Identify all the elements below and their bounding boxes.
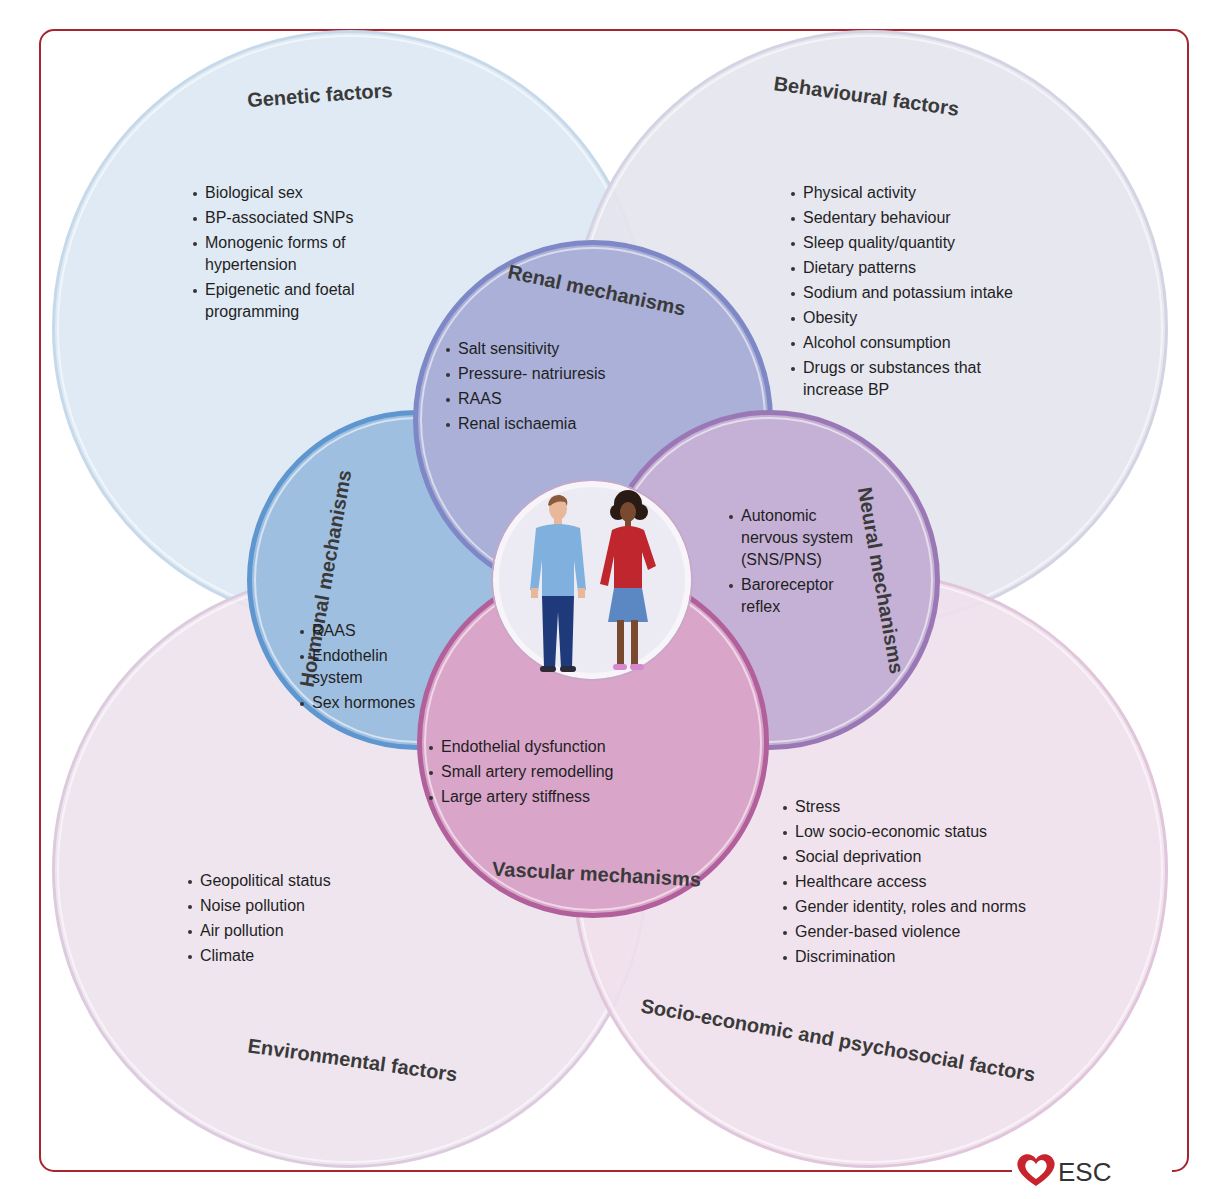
outer-frame xyxy=(40,30,1188,1171)
bullet-item: Pressure- natriuresis xyxy=(444,363,644,385)
circle-fill xyxy=(420,569,767,916)
bullet-item: Climate xyxy=(186,945,386,967)
bullet-item: Stress xyxy=(781,796,1111,818)
bullet-item: RAAS xyxy=(444,388,644,410)
bullet-item: Small artery remodelling xyxy=(427,761,707,783)
logo-heart xyxy=(1017,1154,1054,1186)
circle-fill xyxy=(54,574,647,1167)
bullet-item: Monogenic forms of hypertension xyxy=(191,232,366,276)
bullet-item: Large artery stiffness xyxy=(427,786,707,808)
circle-highlight xyxy=(58,578,642,1162)
bullet-item: Baroreceptor reflex xyxy=(727,574,865,618)
logo-text: ESC xyxy=(1058,1157,1111,1187)
bullet-item: Sodium and potassium intake xyxy=(789,282,1029,304)
bullet-item: Gender-based violence xyxy=(781,921,1111,943)
bullet-item: Epigenetic and foetal programming xyxy=(191,279,366,323)
bullet-item: Endothelin system xyxy=(298,645,420,689)
bullet-item: Healthcare access xyxy=(781,871,1111,893)
circle-fill xyxy=(574,574,1167,1167)
bullet-item: Sleep quality/quantity xyxy=(789,232,1029,254)
bullet-item: Endothelial dysfunction xyxy=(427,736,707,758)
bullet-item: RAAS xyxy=(298,620,420,642)
bullet-item: BP-associated SNPs xyxy=(191,207,366,229)
bullet-item: Salt sensitivity xyxy=(444,338,644,360)
bullet-item: Renal ischaemia xyxy=(444,413,644,435)
bullet-item: Drugs or substances that increase BP xyxy=(789,357,1029,401)
bullet-item: Low socio-economic status xyxy=(781,821,1111,843)
bullet-item: Autonomic nervous system (SNS/PNS) xyxy=(727,505,865,571)
bullet-item: Sex hormones xyxy=(298,692,420,714)
bullet-item: Alcohol consumption xyxy=(789,332,1029,354)
bullet-item: Gender identity, roles and norms xyxy=(781,896,1111,918)
bullet-item: Obesity xyxy=(789,307,1029,329)
bullet-item: Discrimination xyxy=(781,946,1111,968)
bullet-item: Sedentary behaviour xyxy=(789,207,1029,229)
bullet-item: Biological sex xyxy=(191,182,366,204)
logo-heart-inner xyxy=(1025,1160,1046,1179)
bullet-item: Air pollution xyxy=(186,920,386,942)
mechanism-circle: Vascular mechanismsEndothelial dysfuncti… xyxy=(417,566,769,918)
bullet-item: Social deprivation xyxy=(781,846,1111,868)
bullet-item: Dietary patterns xyxy=(789,257,1029,279)
circle-highlight xyxy=(578,578,1162,1162)
bullet-item: Noise pollution xyxy=(186,895,386,917)
circle-highlight xyxy=(425,574,761,910)
bullet-item: Physical activity xyxy=(789,182,1029,204)
logo-backdrop xyxy=(1012,1155,1172,1187)
bullet-item: Geopolitical status xyxy=(186,870,386,892)
